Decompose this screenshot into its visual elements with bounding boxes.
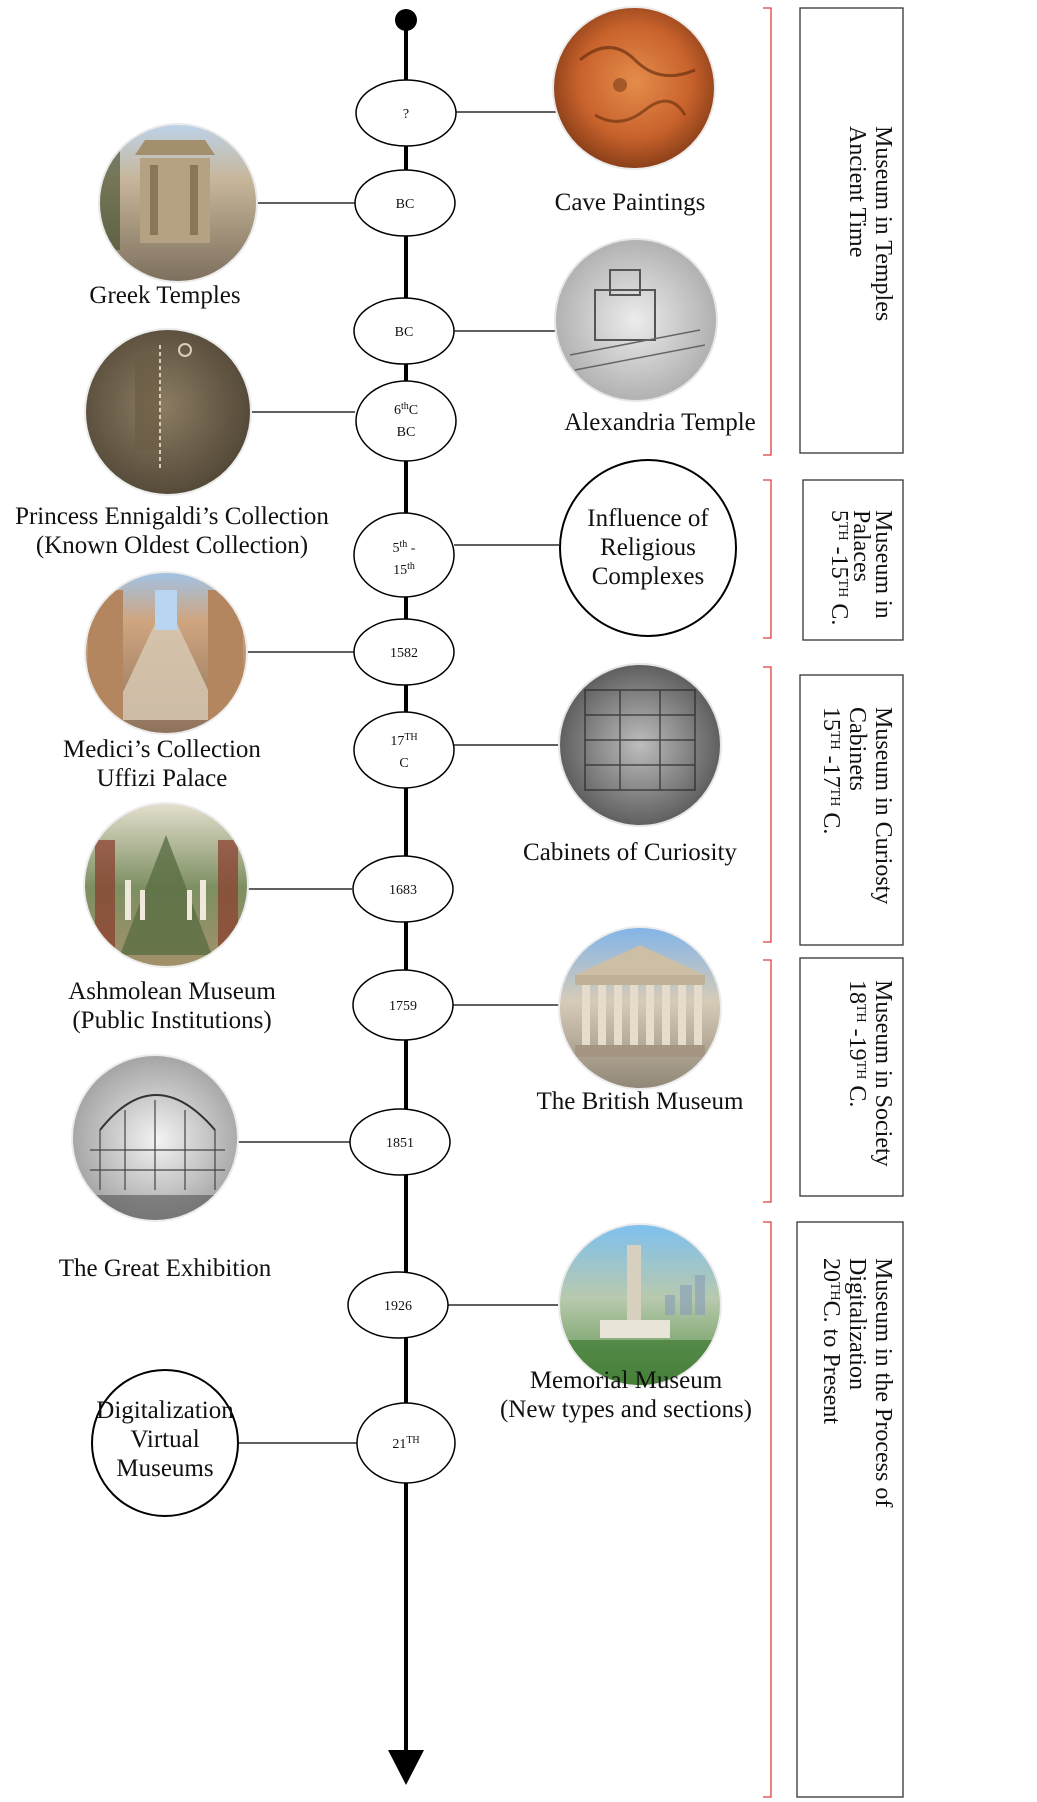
era-text-line: Museum in the Process of [870,1258,896,1507]
timeline-node-label: BC [397,425,416,440]
timeline-node-label: 1851 [386,1136,414,1151]
era-boxes [796,7,904,1798]
alexandria-temple-image [554,238,718,402]
british-museum-image [558,926,722,1090]
caption-great: The Great Exhibition [59,1255,272,1282]
memorial-museum-image [558,1223,722,1387]
caption-religious: Religious [600,534,696,561]
era-text-line: Museum in Society [870,980,896,1167]
timeline-nodes [347,79,457,1484]
caption-medici: Medici’s Collection [63,736,261,763]
caption-digital: Virtual [130,1426,199,1453]
timeline-node-label: BC [395,325,414,340]
timeline-start-dot [395,9,417,31]
timeline-node-label: 1926 [384,1299,412,1314]
era-box-digitalization: Museum in the Process ofDigitalization20… [818,1258,896,1507]
era-brackets [763,7,772,1798]
timeline-end-arrow [388,1750,424,1785]
great-exhibition-image [71,1054,239,1222]
timeline-node-label: ? [403,107,409,122]
era-text-line: 5TH -15TH C. [826,510,852,625]
cave-paintings-image [552,6,716,170]
timeline-node-label: 1582 [390,646,418,661]
timeline-node-label: C [399,756,408,771]
princess-ennigaldi-image [84,328,252,496]
caption-religious: Influence of [587,505,709,532]
era-text-line: Cabinets [844,707,870,791]
timeline-node-label: 1683 [389,883,417,898]
era-text-line: Museum in Curiosty [870,707,896,904]
timeline-node-label: 17TH [390,732,417,750]
era-text-line: Museum in [870,510,896,619]
connectors [233,111,566,1444]
religious-complexes-circle [559,459,737,637]
timeline-node-label: 6thC [394,401,418,419]
caption-greek: Greek Temples [89,282,240,309]
caption-british: The British Museum [537,1088,744,1115]
timeline-node-label: 15th [393,561,415,579]
caption-cave: Cave Paintings [555,189,706,216]
caption-ashmolean: Ashmolean Museum [68,978,276,1005]
era-text-line: Palaces [848,510,874,582]
ashmolean-museum-image [83,802,249,968]
caption-digital: Museums [116,1455,213,1482]
era-text-line: Museum in Temples [870,126,896,321]
greek-temples-image [98,123,258,283]
caption-memorial: (New types and sections) [500,1396,752,1423]
caption-alex: Alexandria Temple [564,409,755,436]
timeline-node-label: 1759 [389,999,417,1014]
timeline-node-label: 21TH [392,1435,419,1453]
cabinets-of-curiosity-image [558,663,722,827]
caption-medici: Uffizi Palace [97,765,228,792]
caption-ennigaldi: Princess Ennigaldi’s Collection [15,503,329,530]
caption-digital: Digitalization [96,1397,234,1424]
caption-ashmolean: (Public Institutions) [72,1007,271,1034]
caption-cabinets: Cabinets of Curiosity [523,839,737,866]
era-text-line: 18TH -19TH C. [844,980,870,1107]
caption-religious: Complexes [592,563,705,590]
era-text-line: Ancient Time [844,126,870,257]
caption-ennigaldi: (Known Oldest Collection) [36,532,308,559]
caption-memorial: Memorial Museum [530,1367,723,1394]
era-text-line: Digitalization [844,1258,870,1390]
timeline-node-label: BC [396,197,415,212]
timeline-node-label: 5th - [393,539,416,557]
medici-uffizi-image [84,571,248,735]
era-text-line: 15TH -17TH C. [818,707,844,834]
era-text-line: 20THC. to Present [818,1258,844,1424]
digitalization-circle [91,1369,239,1517]
